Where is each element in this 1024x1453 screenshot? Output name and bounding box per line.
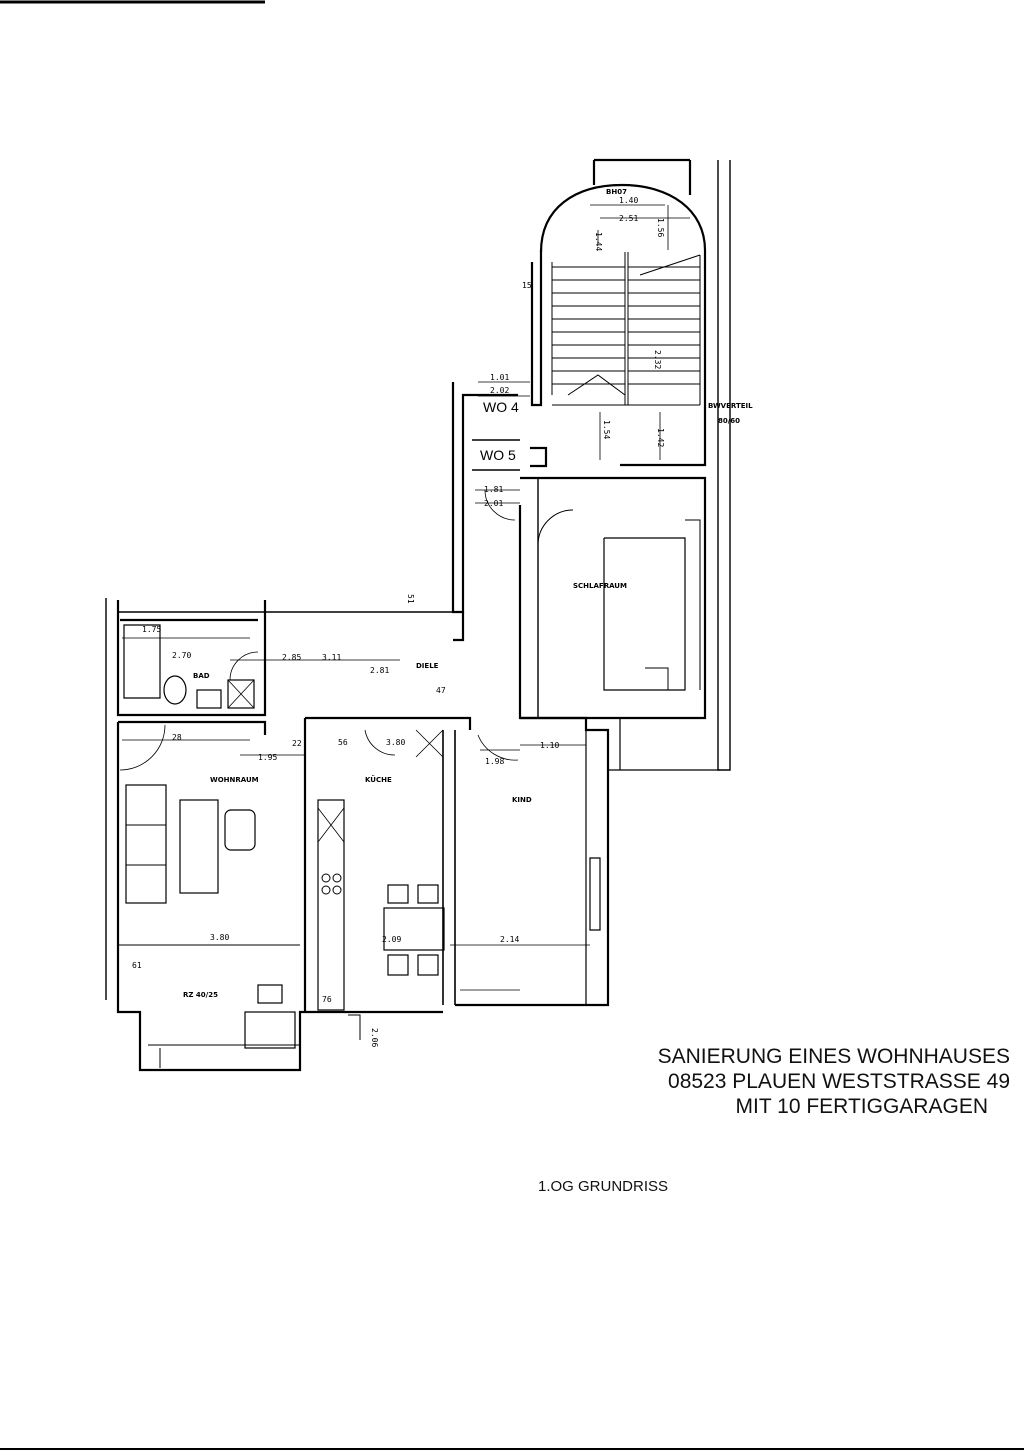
dim-label: 2.51: [619, 214, 638, 223]
dim-label: 22: [292, 739, 302, 748]
dim-label: 1.56: [656, 218, 665, 237]
walls: [105, 158, 731, 1072]
dim-label: 1.40: [619, 196, 638, 205]
title-line-2: 08523 PLAUEN WESTSTRASSE 49: [668, 1070, 1010, 1093]
dim-label: 76: [322, 995, 332, 1004]
dim-label: 2.32: [653, 350, 662, 369]
dim-label: 1.01: [490, 373, 509, 382]
room-label-kueche: KÜCHE: [365, 775, 392, 784]
dim-label: 1.44: [594, 232, 603, 251]
dim-label: 3.80: [386, 738, 405, 747]
dim-label: 1.81: [484, 485, 503, 494]
dim-label: 1.54: [602, 420, 611, 439]
dim-label: 2.02: [490, 386, 509, 395]
dimension-lines: [120, 204, 690, 991]
title-line-3: MIT 10 FERTIGGARAGEN: [735, 1095, 988, 1118]
title-block: SANIERUNG EINES WOHNHAUSES 08523 PLAUEN …: [658, 1044, 1010, 1119]
room-label-kind: KIND: [512, 796, 532, 804]
dim-label: 2.09: [382, 935, 401, 944]
dim-label: 1.75: [142, 625, 161, 634]
bwverteil-label: BWVERTEIL: [708, 402, 753, 410]
dim-label: 15: [522, 281, 532, 290]
dim-label: 1.10: [540, 741, 559, 750]
unit-label-wo4: WO 4: [483, 399, 519, 415]
dim-label: 2.01: [484, 499, 503, 508]
dim-label: 2.70: [172, 651, 191, 660]
bh-label: BH07: [606, 188, 627, 196]
room-label-bad: BAD: [193, 672, 210, 680]
rz-label: RZ 40/25: [183, 991, 218, 999]
dim-label: 1.42: [656, 428, 665, 447]
dim-label: 3.80: [210, 933, 229, 942]
dim-label: 2.81: [370, 666, 389, 675]
dim-label: 2.85: [282, 653, 301, 662]
dim-label: 2.14: [500, 935, 519, 944]
room-label-wohnraum: WOHNRAUM: [210, 776, 259, 784]
dim-label: 51: [406, 594, 415, 604]
dim-label: 3.11: [322, 653, 341, 662]
dim-label: 1.95: [258, 753, 277, 762]
plan-subtitle: 1.OG GRUNDRISS: [538, 1178, 669, 1195]
room-label-schlafraum: SCHLAFRAUM: [573, 582, 627, 590]
dim-label: 28: [172, 733, 182, 742]
dim-label: 1.98: [485, 757, 504, 766]
dim-label: 61: [132, 961, 142, 970]
title-line-1: SANIERUNG EINES WOHNHAUSES: [657, 1045, 1010, 1068]
dim-label: 2.06: [370, 1028, 379, 1047]
bwverteil-size: 80/60: [718, 417, 740, 425]
unit-label-wo5: WO 5: [480, 447, 516, 463]
dim-label: 47: [436, 686, 446, 695]
room-label-diele: DIELE: [416, 662, 439, 670]
dim-label: 56: [338, 738, 348, 747]
